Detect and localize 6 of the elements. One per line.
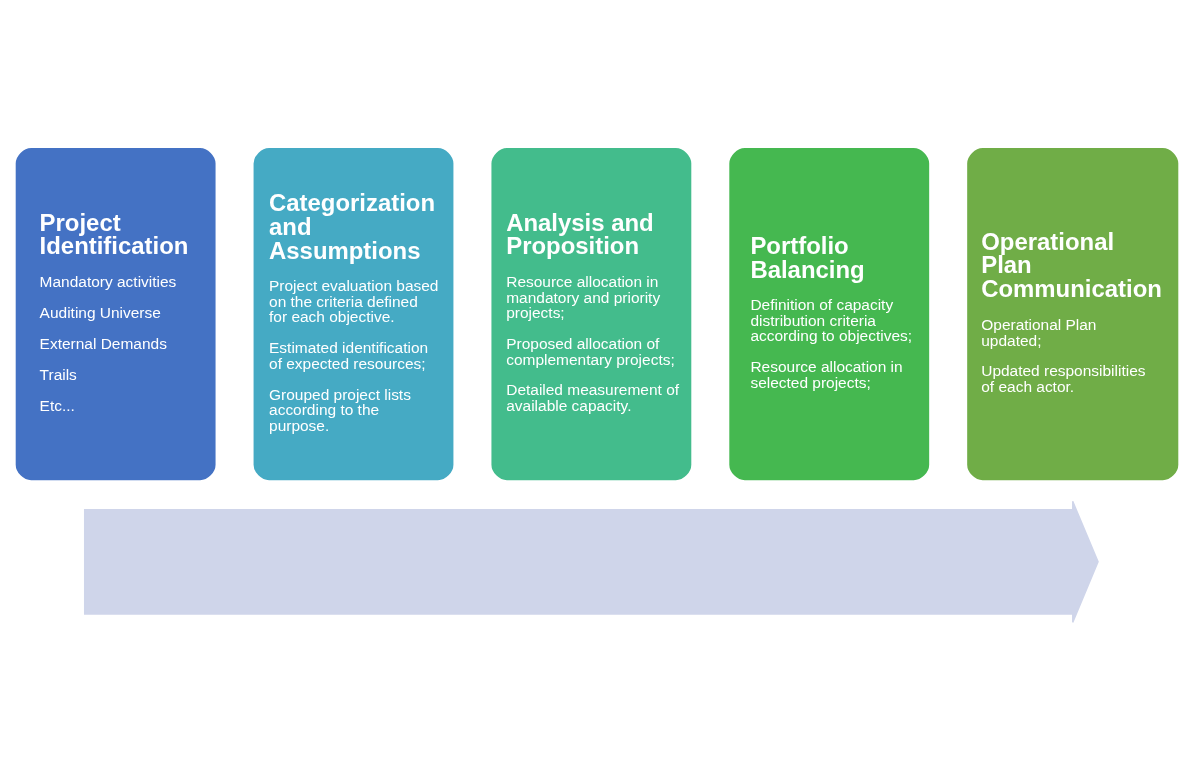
node-box: Operational Plan Communication Operational Plan updated; Updated responsibilities of each actor. (964, 145, 1182, 484)
node-box: Portfolio Balancing Definition of capacity distribution criteria according to objectives; Resource allocation in selected projects; (726, 145, 932, 484)
node-box: Analysis and Proposition Resource allocation in mandatory and priority projects; Proposed allocation of complementary projects; Detailed measurement of available capacity. (488, 145, 695, 484)
node-box: Project Identification Mandatory activities Auditing Universe External Demands Trails Etc... (12, 145, 219, 484)
node-arrow (83, 500, 1099, 624)
node-box: Categorization and Assumptions Project evaluation based on the criteria defined for each objective. Estimated identification of expected resources; Grouped project lists according to the purpose. (250, 145, 457, 484)
